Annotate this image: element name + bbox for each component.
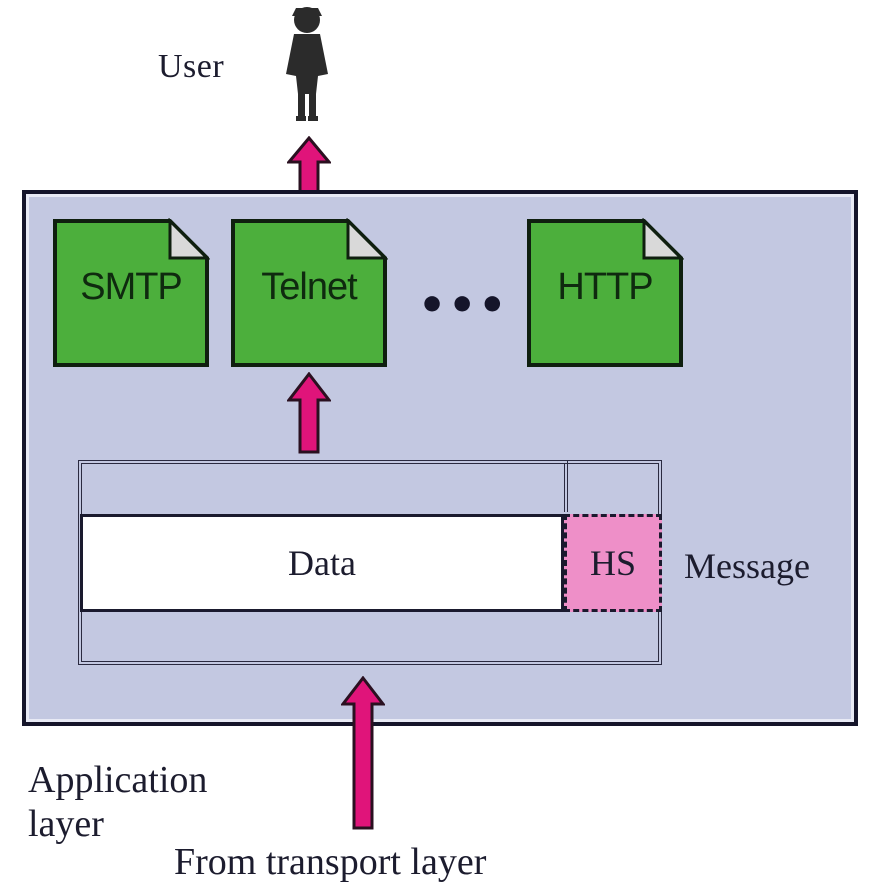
header-cell: HS: [564, 514, 662, 612]
ellipsis: •••: [418, 280, 509, 331]
protocol-http: HTTP: [526, 218, 684, 368]
protocol-label: HTTP: [557, 266, 653, 308]
protocol-telnet: Telnet: [230, 218, 388, 368]
arrow-from-transport: [341, 676, 385, 830]
application-layer-label-line2: layer: [28, 803, 104, 845]
protocol-label: SMTP: [80, 266, 183, 308]
protocol-label: Telnet: [261, 266, 357, 308]
arrow-to-telnet: [287, 372, 331, 454]
message-top-band: [78, 460, 568, 512]
user-label: User: [158, 48, 225, 85]
data-cell: Data: [80, 514, 564, 612]
person-icon: [272, 4, 342, 124]
application-layer-label: Application layer: [28, 758, 288, 846]
data-label: Data: [288, 543, 356, 583]
header-label: HS: [589, 543, 637, 583]
application-layer-label-line1: Application: [28, 759, 208, 801]
message-label: Message: [684, 546, 810, 586]
from-transport-label: From transport layer: [174, 841, 487, 883]
protocol-smtp: SMTP: [52, 218, 210, 368]
